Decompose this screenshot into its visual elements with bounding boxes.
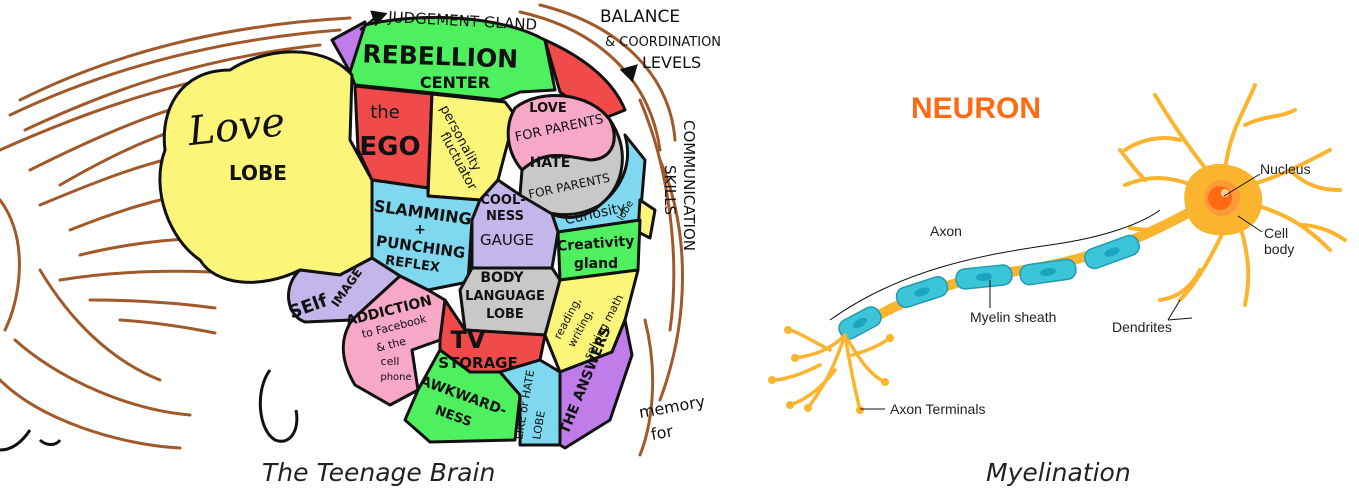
love-lobe-word: Love bbox=[185, 99, 287, 155]
creativity-line-2: gland bbox=[574, 256, 618, 272]
addiction-line-5: phone bbox=[380, 372, 411, 383]
ego-word: EGO bbox=[359, 132, 420, 162]
rebellion-sub: CENTER bbox=[420, 73, 490, 92]
terminal-buttons bbox=[768, 326, 894, 414]
brain-regions bbox=[158, 15, 657, 450]
tv-word: TV bbox=[451, 326, 486, 354]
neuron-title: NEURON bbox=[911, 92, 1041, 125]
neuron-leader-lines bbox=[829, 173, 1263, 410]
love-lobe-region bbox=[158, 50, 374, 284]
hair-strokes bbox=[0, 3, 684, 457]
self-image-region bbox=[287, 256, 402, 324]
myelin-sheaths bbox=[838, 234, 1140, 340]
axon-terminals-label: Axon Terminals bbox=[890, 401, 985, 417]
storage-word: STORAGE bbox=[438, 354, 518, 372]
balance-line-2: & COORDINATION bbox=[605, 35, 721, 50]
hate-parents-title: HATE bbox=[530, 155, 571, 171]
rebellion-center-region bbox=[348, 15, 557, 102]
dendrites-label: Dendrites bbox=[1112, 319, 1172, 335]
love-lobe-sub: LOBE bbox=[229, 161, 287, 185]
body-language-line-1: BODY bbox=[480, 270, 524, 286]
balance-line-3: LEVELS bbox=[642, 53, 701, 72]
nucleus-label: Nucleus bbox=[1260, 161, 1311, 177]
creativity-line-1: Creativity bbox=[557, 233, 635, 254]
axon-terminals bbox=[770, 328, 892, 412]
hate-parents-region bbox=[518, 118, 624, 217]
memory-line-2: for bbox=[649, 421, 674, 444]
coolness-line-2: NESS bbox=[486, 209, 524, 224]
memory-line-1: memory bbox=[637, 392, 706, 422]
body-language-line-2: LANGUAGE bbox=[465, 289, 545, 304]
coolness-line-3: GAUGE bbox=[480, 231, 534, 249]
slamming-line-2: + bbox=[414, 222, 426, 238]
rebellion-title: REBELLION bbox=[362, 39, 519, 73]
teenage-brain-drawing: Love LOBE REBELLION CENTER the EGO perso… bbox=[0, 3, 721, 457]
curiosity-region bbox=[550, 133, 647, 234]
axon-label: Axon bbox=[930, 223, 962, 239]
communication-line-2: SKILLS bbox=[661, 165, 679, 215]
schwann-nuclei bbox=[852, 247, 1120, 329]
neuron-diagram: NEURON bbox=[768, 83, 1347, 417]
balance-line-1: BALANCE bbox=[600, 7, 680, 27]
communication-line-1: COMMUNICATION bbox=[680, 120, 698, 251]
answers-region bbox=[558, 318, 634, 450]
teenage-brain-caption: The Teenage Brain bbox=[262, 458, 496, 487]
addiction-line-4: cell bbox=[381, 355, 400, 368]
face-outline bbox=[0, 369, 299, 452]
coolness-line-1: COOL- bbox=[480, 193, 525, 208]
cell-body-label-2: body bbox=[1264, 241, 1294, 257]
myelination-caption: Myelination bbox=[986, 458, 1131, 487]
ego-the: the bbox=[370, 102, 400, 123]
body-language-line-3: LOBE bbox=[486, 307, 524, 322]
cell-body-label-1: Cell bbox=[1264, 225, 1288, 241]
love-parents-title: LOVE bbox=[529, 101, 566, 116]
like-hate-line-2: LOBE bbox=[530, 410, 548, 441]
outside-arrows bbox=[359, 10, 638, 83]
nucleus bbox=[1208, 186, 1232, 210]
top-right-corner-region bbox=[543, 38, 627, 122]
nucleus-highlight bbox=[1221, 189, 1229, 197]
myelin-sheath-label: Myelin sheath bbox=[970, 309, 1056, 325]
